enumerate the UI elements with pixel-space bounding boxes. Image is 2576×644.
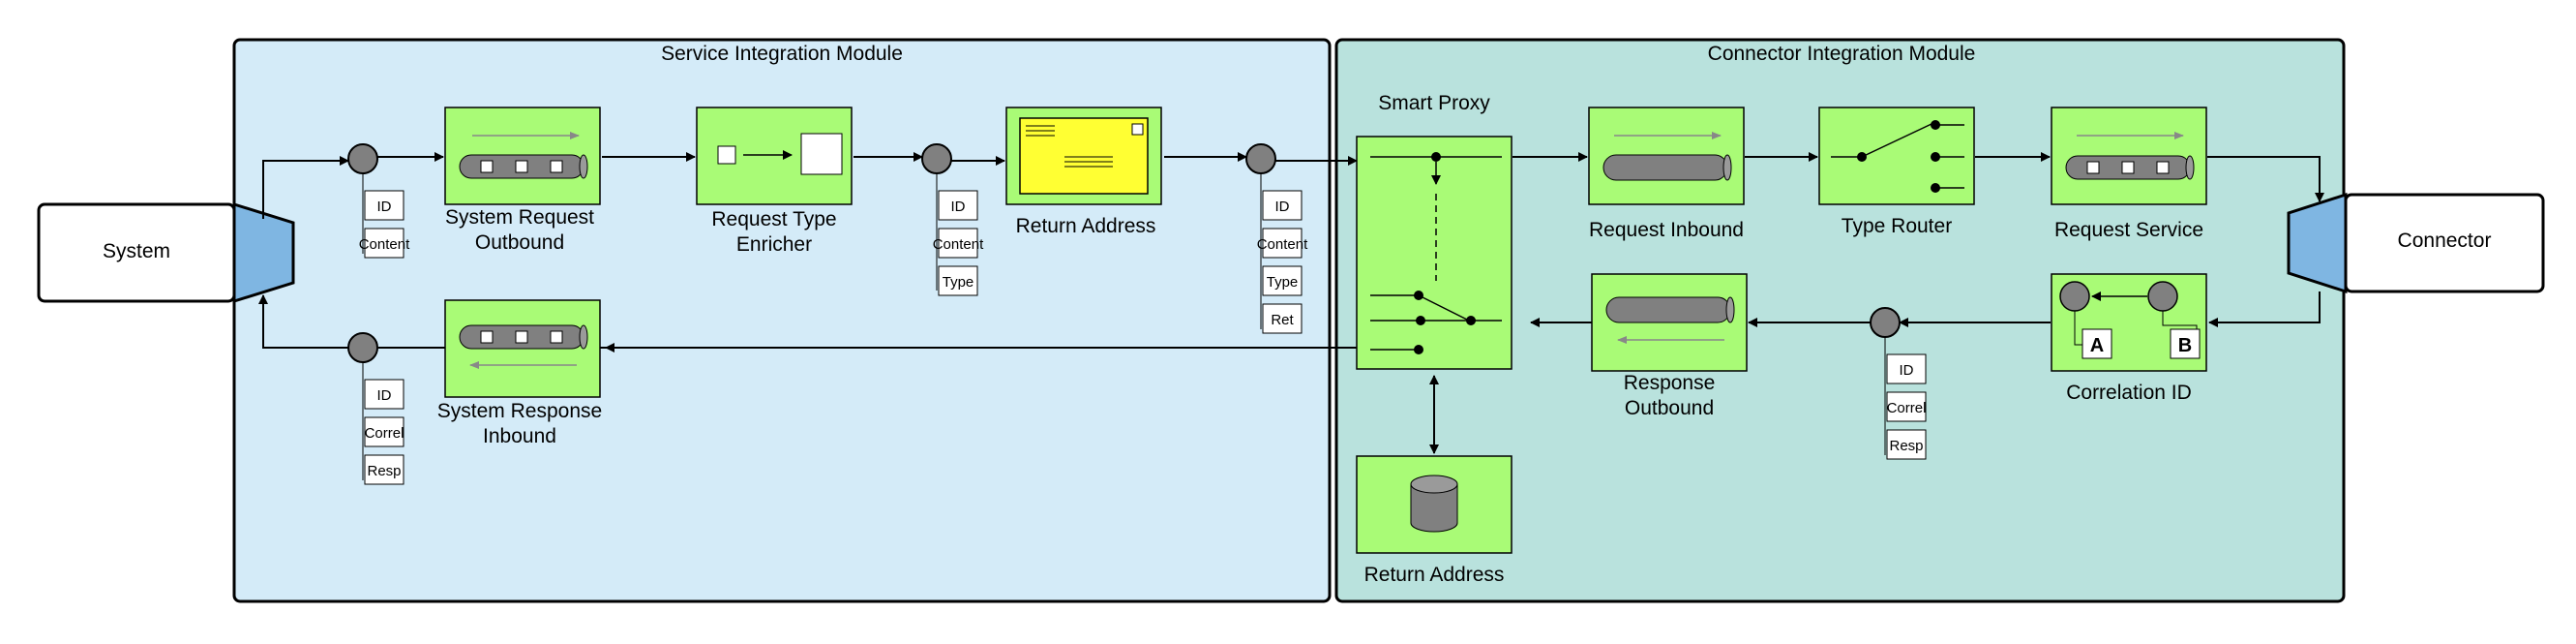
channel-dot [1245,143,1276,174]
return-address-envelope: Return Address [1005,107,1162,237]
system-response-inbound-label-line2: Inbound [483,425,556,447]
system-response-inbound: System Response Inbound [437,299,602,447]
request-inbound: Request Inbound [1588,107,1745,241]
field-label: Type [1267,274,1299,291]
connections [258,152,2324,454]
message-fields-after-correlation: ID Correl Resp [1884,337,1927,460]
return-address-store: Return Address [1356,455,1513,586]
response-outbound-label-line1: Response [1624,372,1716,394]
field-label: Correl [365,425,404,442]
connector-endpoint: Connector [2287,192,2545,294]
system-response-inbound-label-line1: System Response [437,400,602,422]
connector-label: Connector [2398,230,2492,252]
response-outbound: Response Outbound [1591,273,1748,419]
service-module-title: Service Integration Module [661,43,903,65]
request-service-label: Request Service [2054,219,2203,241]
response-outbound-label-line2: Outbound [1625,397,1714,419]
channel-dots [347,143,1901,363]
field-label: ID [951,199,966,215]
request-service: Request Service [2051,107,2207,241]
field-label: ID [377,199,392,215]
message-fields-after-system: ID Content [359,173,410,259]
return-address-store-label: Return Address [1364,564,1505,586]
channel-dot [347,332,378,363]
type-router-label: Type Router [1842,215,1952,237]
field-label: Content [1257,236,1308,253]
field-label: Ret [1271,312,1294,328]
correlation-label-b: B [2178,335,2192,356]
channel-dot [1870,307,1901,338]
correlation-id: A B Correlation ID [2051,273,2207,404]
channel-dot [347,143,378,174]
message-fields-after-return-address: ID Content Type Ret [1257,173,1308,334]
field-label: Resp [367,463,401,479]
request-type-enricher-label-line1: Request Type [711,208,836,230]
request-inbound-label: Request Inbound [1589,219,1744,241]
request-type-enricher-label-line2: Enricher [736,233,812,256]
smart-proxy-label: Smart Proxy [1378,92,1490,114]
system-request-outbound-label-line1: System Request [445,206,594,229]
connector-module-title: Connector Integration Module [1708,43,1976,65]
field-label: Content [359,236,410,253]
message-fields-after-enricher: ID Content Type [933,173,984,296]
request-type-enricher: Request Type Enricher [696,107,853,256]
field-label: Resp [1889,438,1923,454]
message-fields-before-system-inbound: ID Correl Resp [362,362,404,485]
type-router: Type Router [1818,107,1975,237]
field-label: Type [943,274,974,291]
system-label: System [103,240,170,262]
correlation-id-label: Correlation ID [2066,382,2192,404]
system-request-outbound: System Request Outbound [444,107,601,254]
system-endpoint: System [37,201,295,304]
field-label: ID [1900,362,1914,379]
return-address-top-label: Return Address [1016,215,1156,237]
field-label: ID [377,387,392,404]
field-label: ID [1275,199,1290,215]
field-label: Content [933,236,984,253]
smart-proxy: Smart Proxy [1356,92,1513,370]
channel-dot [921,143,952,174]
system-request-outbound-label-line2: Outbound [475,231,564,254]
field-label: Correl [1887,400,1927,416]
correlation-label-a: A [2090,335,2104,356]
